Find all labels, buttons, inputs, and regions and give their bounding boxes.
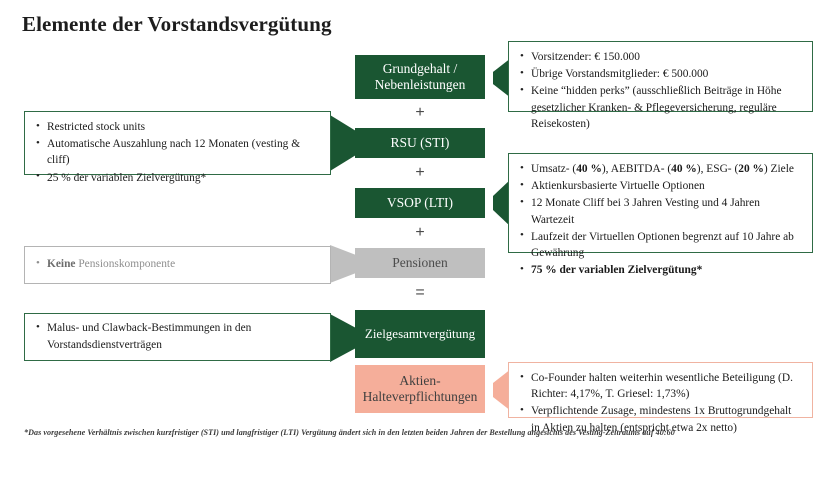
arrow-pensionen-right <box>330 244 356 284</box>
list-item: Malus- und Clawback-Bestimmungen in den … <box>36 320 320 352</box>
pill-grundgehalt[interactable]: Grundgehalt / Nebenleistungen <box>355 55 485 99</box>
page-title: Elemente der Vorstandsvergütung <box>22 12 332 36</box>
list-item: Keine “hidden perks” (ausschließlich Bei… <box>520 83 802 132</box>
pill-pensionen-label: Pensionen <box>392 255 448 271</box>
list-item: Keine Pensionskomponente <box>36 256 175 272</box>
footnote: *Das vorgesehene Verhältnis zwischen kur… <box>24 428 675 437</box>
callout-pensionen: Keine Pensionskomponente <box>24 246 331 284</box>
pill-aktien-line1: Aktien- <box>399 373 441 389</box>
list-item: Co-Founder halten weiterhin wesentliche … <box>520 369 802 402</box>
callout-zielgesamtverguetung: Malus- und Clawback-Bestimmungen in den … <box>24 313 331 361</box>
callout-rsu-list: Restricted stock units Automatische Ausz… <box>33 118 320 186</box>
operator-plus-3: + <box>415 224 425 241</box>
list-item: Umsatz- (40 %), AEBITDA- (40 %), ESG- (2… <box>520 160 802 177</box>
list-item: Verpflichtende Zusage, mindestens 1x Bru… <box>520 403 802 435</box>
pill-vsop-label: VSOP (LTI) <box>386 195 454 211</box>
pill-aktien-halteverpflichtungen[interactable]: Aktien- Halteverpflichtungen <box>355 365 485 413</box>
list-item: Laufzeit der Virtuellen Optionen begrenz… <box>520 228 802 261</box>
list-item: Vorsitzender: € 150.000 <box>520 48 802 65</box>
list-item: 75 % der variablen Zielvergütung* <box>520 262 802 278</box>
callout-grundgehalt-list: Vorsitzender: € 150.000 Übrige Vorstands… <box>517 48 802 132</box>
arrow-zielgesamt-right <box>330 313 356 363</box>
pill-grundgehalt-line2: Nebenleistungen <box>374 77 466 92</box>
list-item: 12 Monate Cliff bei 3 Jahren Vesting und… <box>520 195 802 227</box>
list-item: Aktienkursbasierte Virtuelle Optionen <box>520 178 802 194</box>
callout-zielgesamt-list: Malus- und Clawback-Bestimmungen in den … <box>33 320 320 353</box>
callout-vsop-list: Umsatz- (40 %), AEBITDA- (40 %), ESG- (2… <box>517 160 802 278</box>
operator-plus-2: + <box>415 164 425 181</box>
callout-pensionen-list: Keine Pensionskomponente <box>33 256 175 273</box>
list-item: 25 % der variablen Zielvergütung* <box>36 169 320 186</box>
operator-plus-1: + <box>415 104 425 121</box>
pill-pensionen[interactable]: Pensionen <box>355 248 485 278</box>
pill-rsu-label: RSU (STI) <box>390 135 450 151</box>
pill-grundgehalt-line1: Grundgehalt / <box>382 61 458 77</box>
list-item: Restricted stock units <box>36 118 320 135</box>
list-item: Automatische Auszahlung nach 12 Monaten … <box>36 136 320 168</box>
arrow-vsop-left <box>485 177 511 229</box>
list-item: Übrige Vorstandsmitglieder: € 500.000 <box>520 66 802 82</box>
arrow-grundgehalt-left <box>485 58 511 98</box>
operator-equals: = <box>415 284 425 301</box>
arrow-rsu-right <box>330 113 356 173</box>
pill-rsu[interactable]: RSU (STI) <box>355 128 485 158</box>
callout-aktien-halteverpflichtungen: Co-Founder halten weiterhin wesentliche … <box>508 362 813 434</box>
pill-zielgesamtverguetung[interactable]: Zielgesamtvergütung <box>355 310 485 358</box>
pill-zielgesamtverguetung-label: Zielgesamtvergütung <box>364 326 476 342</box>
callout-grundgehalt: Vorsitzender: € 150.000 Übrige Vorstands… <box>508 41 813 130</box>
callout-vsop: Umsatz- (40 %), AEBITDA- (40 %), ESG- (2… <box>508 153 813 277</box>
callout-aktien-list: Co-Founder halten weiterhin wesentliche … <box>517 369 802 436</box>
pill-vsop[interactable]: VSOP (LTI) <box>355 188 485 218</box>
pill-aktien-line2: Halteverpflichtungen <box>362 389 478 404</box>
arrow-aktien-left <box>485 368 511 412</box>
callout-rsu: Restricted stock units Automatische Ausz… <box>24 111 331 185</box>
